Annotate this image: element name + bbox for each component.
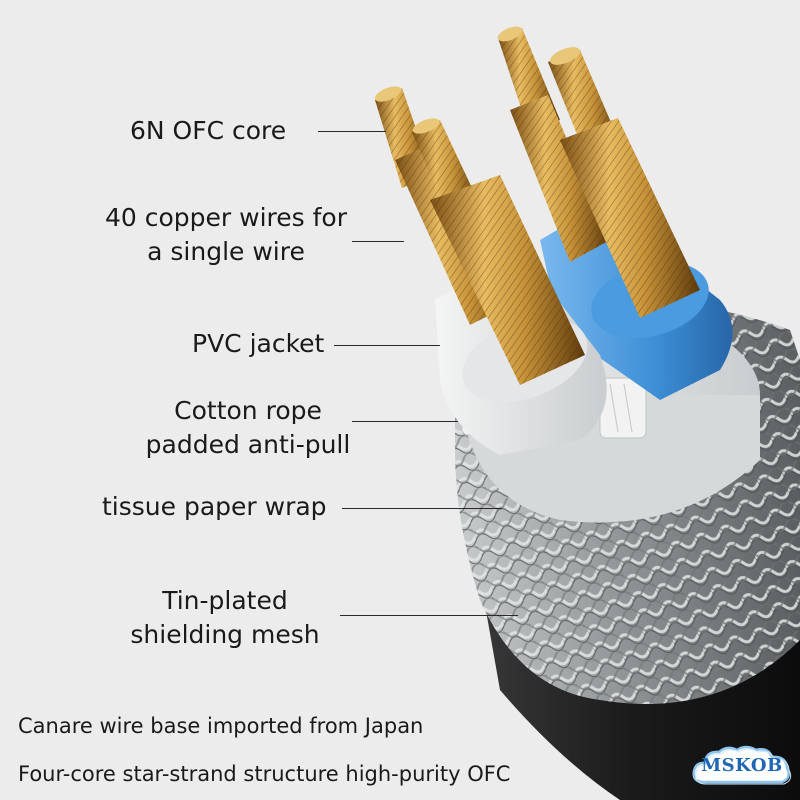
footer-line-1: Canare wire base imported from Japan [18,714,424,738]
leader-wires [352,241,404,242]
label-tin-plated-mesh-line2: shielding mesh [130,620,320,649]
label-tin-plated-mesh: Tin-plated shielding mesh [118,584,332,652]
label-40-copper-wires: 40 copper wires for a single wire [92,201,360,269]
label-cotton-rope-line1: Cotton rope [174,396,322,425]
label-tissue-paper-wrap: tissue paper wrap [102,492,327,521]
leader-tissue [342,508,502,509]
cloud-badge-icon [692,745,792,785]
leader-cotton [352,421,458,422]
label-cotton-rope-line2: padded anti-pull [145,430,351,459]
footer-line-2: Four-core star-strand structure high-pur… [18,762,511,786]
label-40-copper-wires-line2: a single wire [147,237,305,266]
label-cotton-rope: Cotton rope padded anti-pull [126,394,370,462]
label-6n-ofc-core: 6N OFC core [130,116,287,145]
leader-pvc [334,345,440,346]
label-40-copper-wires-line1: 40 copper wires for [105,203,347,232]
label-pvc-jacket: PVC jacket [192,329,325,358]
copper-conductors [374,26,700,385]
brand-logo-text: MSKOB [701,755,783,776]
label-tin-plated-mesh-line1: Tin-plated [162,586,288,615]
leader-tin [340,615,518,616]
leader-core [318,131,386,132]
brand-logo: MSKOB [690,742,794,792]
